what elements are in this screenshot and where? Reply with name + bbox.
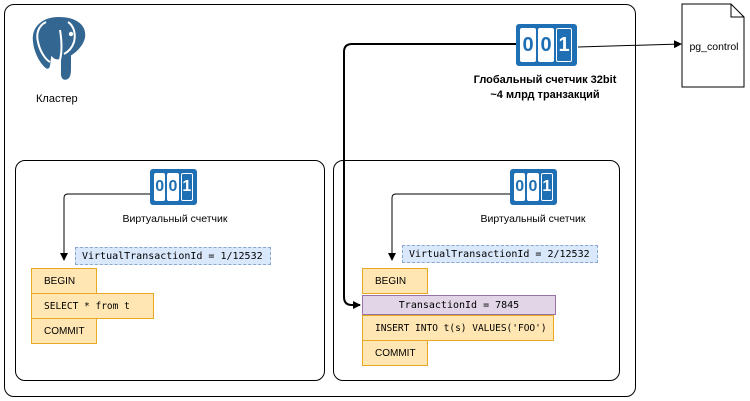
global-counter-digit: 0 <box>520 28 536 62</box>
left-counter-digit: 0 <box>154 173 166 201</box>
right-statement-insert: INSERT INTO t(s) VALUES('FOO') <box>362 315 554 341</box>
right-virtual-transaction-id: VirtualTransactionId = 2/12532 <box>402 245 598 263</box>
right-counter-digit: 0 <box>514 173 526 201</box>
right-counter-digit: 1 <box>540 173 553 201</box>
left-statement-begin: BEGIN <box>31 268 97 294</box>
postgresql-logo-icon <box>30 14 88 82</box>
arrow-left-virtual <box>60 193 150 261</box>
global-counter: 0 0 1 <box>516 24 577 66</box>
transaction-id: TransactionId = 7845 <box>362 295 556 315</box>
global-counter-caption-line2: ~4 млрд транзакций <box>490 89 600 101</box>
pg-control-label: pg_control <box>689 41 739 53</box>
global-counter-caption-line1: Глобальный счетчик 32bit <box>473 74 617 86</box>
right-statement-begin: BEGIN <box>362 268 428 294</box>
arrow-right-virtual <box>388 193 510 261</box>
left-virtual-counter: 0 0 1 <box>150 169 197 205</box>
arrow-to-pg-control <box>577 40 682 49</box>
right-virtual-counter-label: Виртуальный счетчик <box>480 213 586 225</box>
left-counter-digit: 0 <box>167 173 179 201</box>
global-counter-digit: 1 <box>556 28 572 62</box>
right-counter-digit: 0 <box>527 173 539 201</box>
left-counter-digit: 1 <box>180 173 193 201</box>
left-statement-commit: COMMIT <box>31 318 97 344</box>
left-virtual-counter-label: Виртуальный счетчик <box>122 213 228 225</box>
left-virtual-transaction-id: VirtualTransactionId = 1/12532 <box>75 247 271 265</box>
cluster-label: Кластер <box>36 93 78 105</box>
right-statement-commit: COMMIT <box>362 340 428 366</box>
global-counter-digit: 0 <box>538 28 554 62</box>
pg-control-document-icon <box>681 3 745 88</box>
right-virtual-counter: 0 0 1 <box>510 169 557 205</box>
arrow-to-transaction-id <box>343 43 516 309</box>
